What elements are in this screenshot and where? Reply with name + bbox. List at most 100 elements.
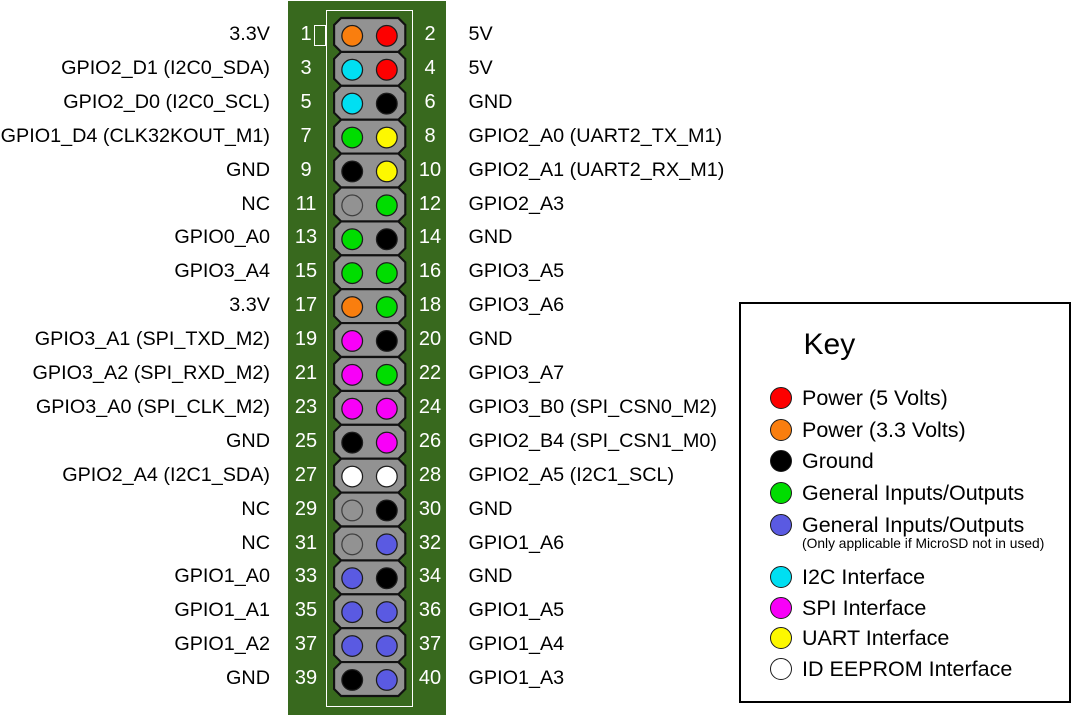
pin-label-left: GPIO3_A2 (SPI_RXD_M2)	[32, 362, 270, 384]
pin-label-right: GPIO2_A5 (I2C1_SCL)	[468, 463, 675, 486]
pin-hole-right	[375, 397, 398, 420]
key-color-dot	[770, 566, 793, 588]
pin-hole-right	[375, 228, 398, 251]
pin-number-right: 30	[418, 497, 442, 520]
pin-number-right: 6	[424, 90, 436, 113]
pin-label-left: GPIO1_A0	[174, 565, 270, 588]
pin-hole-left	[341, 363, 364, 386]
pin-label-right: 5V	[468, 56, 493, 79]
pin-number-right: 10	[418, 158, 442, 181]
pin1-marker	[313, 24, 327, 47]
pin-label-left: NC	[241, 497, 270, 520]
key-item-label: UART Interface	[802, 625, 950, 650]
pin-hole-right	[375, 363, 398, 386]
pin-label-left: GND	[226, 667, 270, 690]
key-color-dot	[770, 386, 793, 409]
pin-hole-right	[375, 92, 398, 115]
pin-number-left: 7	[300, 124, 312, 147]
pin-number-left: 31	[294, 531, 318, 554]
pin-hole-left	[341, 228, 364, 251]
pin-hole-left	[341, 24, 364, 47]
pin-number-left: 3	[300, 56, 312, 79]
pin-label-right: GND	[468, 497, 513, 520]
pin-hole-left	[341, 92, 364, 115]
pin-hole-left	[341, 296, 364, 319]
pin-hole-left	[341, 567, 364, 590]
pin-number-left: 39	[294, 667, 318, 690]
key-panel: Key Power (5 Volts)Power (3.3 Volts)Grou…	[739, 302, 1071, 703]
pin-number-right: 18	[418, 294, 442, 317]
pin-label-left: GND	[226, 429, 270, 452]
pin-hole-right	[375, 499, 398, 522]
pin-hole-left	[341, 397, 364, 420]
pin-hole-right	[375, 126, 398, 149]
pin-number-left: 37	[294, 633, 318, 656]
pin-label-left: GPIO3_A4	[174, 260, 270, 283]
pin-number-left: 35	[294, 599, 318, 622]
pin-number-right: 36	[418, 599, 442, 622]
pin-label-right: GND	[468, 226, 513, 249]
pin-number-right: 20	[418, 328, 442, 351]
key-color-dot	[770, 450, 793, 472]
pin-label-left: GPIO1_D4 (CLK32KOUT_M1)	[0, 124, 270, 147]
pin-number-left: 17	[294, 294, 318, 317]
pin-hole-left	[341, 465, 364, 488]
pin-number-left: 19	[294, 328, 318, 351]
pin-label-left: GPIO2_D0 (I2C0_SCL)	[63, 90, 270, 113]
pin-hole-right	[375, 567, 398, 590]
pin-hole-right	[375, 533, 398, 556]
pin-number-left: 5	[300, 90, 312, 113]
key-item-label: Ground	[802, 449, 874, 473]
pin-hole-right	[375, 635, 398, 658]
pin-number-left: 23	[294, 395, 318, 418]
key-item-label: General Inputs/Outputs	[802, 513, 1025, 538]
pin-label-left: GND	[226, 158, 270, 181]
pin-label-right: GPIO2_A3	[468, 192, 565, 215]
pin-hole-right	[375, 431, 398, 454]
pin-hole-right	[375, 329, 398, 352]
pin-label-right: GPIO3_A5	[468, 260, 565, 283]
key-item-label: Power (3.3 Volts)	[802, 418, 966, 442]
pin-label-right: GPIO1_A5	[468, 599, 565, 622]
pin-hole-left	[341, 126, 364, 149]
pin-hole-left	[341, 431, 364, 454]
pin-hole-left	[341, 262, 364, 285]
pin-label-left: GPIO1_A1	[174, 599, 270, 622]
pin-label-left: GPIO3_A0 (SPI_CLK_M2)	[35, 395, 270, 418]
pin-label-left: GPIO2_A4 (I2C1_SDA)	[62, 463, 270, 486]
pin-label-left: GPIO1_A2	[174, 633, 270, 656]
pin-label-right: GPIO2_A0 (UART2_TX_M1)	[468, 124, 723, 147]
pin-number-right: 26	[418, 429, 442, 452]
pin-number-right: 2	[424, 23, 436, 45]
pin-hole-right	[375, 668, 398, 691]
pin-hole-left	[341, 668, 364, 691]
pin-number-left: 15	[294, 260, 318, 283]
pin-number-left: 21	[294, 362, 318, 384]
key-color-dot	[770, 658, 793, 680]
pin-number-right: 34	[418, 565, 442, 588]
pin-number-right: 8	[424, 124, 436, 147]
pin-label-left: NC	[241, 531, 270, 554]
pin-label-right: GPIO1_A3	[468, 667, 565, 690]
pin-number-left: 11	[295, 192, 317, 215]
pin-number-right: 22	[418, 362, 442, 384]
pin-number-right: 40	[418, 667, 442, 690]
pin-number-right: 28	[418, 463, 442, 486]
pin-label-left: NC	[241, 192, 270, 215]
key-item-sublabel: (Only applicable if MicroSD not in used)	[802, 536, 1045, 551]
pin-number-left: 29	[294, 497, 318, 520]
key-item-label: ID EEPROM Interface	[802, 657, 1013, 681]
pin-label-right: GND	[468, 328, 513, 351]
pin-hole-left	[341, 194, 364, 217]
pin-hole-left	[341, 160, 364, 183]
pin-label-right: GPIO3_B0 (SPI_CSN0_M2)	[468, 395, 717, 418]
pin-label-right: 5V	[468, 23, 493, 45]
pin-label-left: 3.3V	[229, 23, 270, 45]
pin-number-right: 24	[418, 395, 442, 418]
key-color-dot	[770, 482, 793, 504]
pin-number-right: 16	[418, 260, 442, 283]
key-color-dot	[770, 514, 793, 537]
pin-hole-right	[375, 465, 398, 488]
pin-number-left: 13	[294, 226, 318, 249]
